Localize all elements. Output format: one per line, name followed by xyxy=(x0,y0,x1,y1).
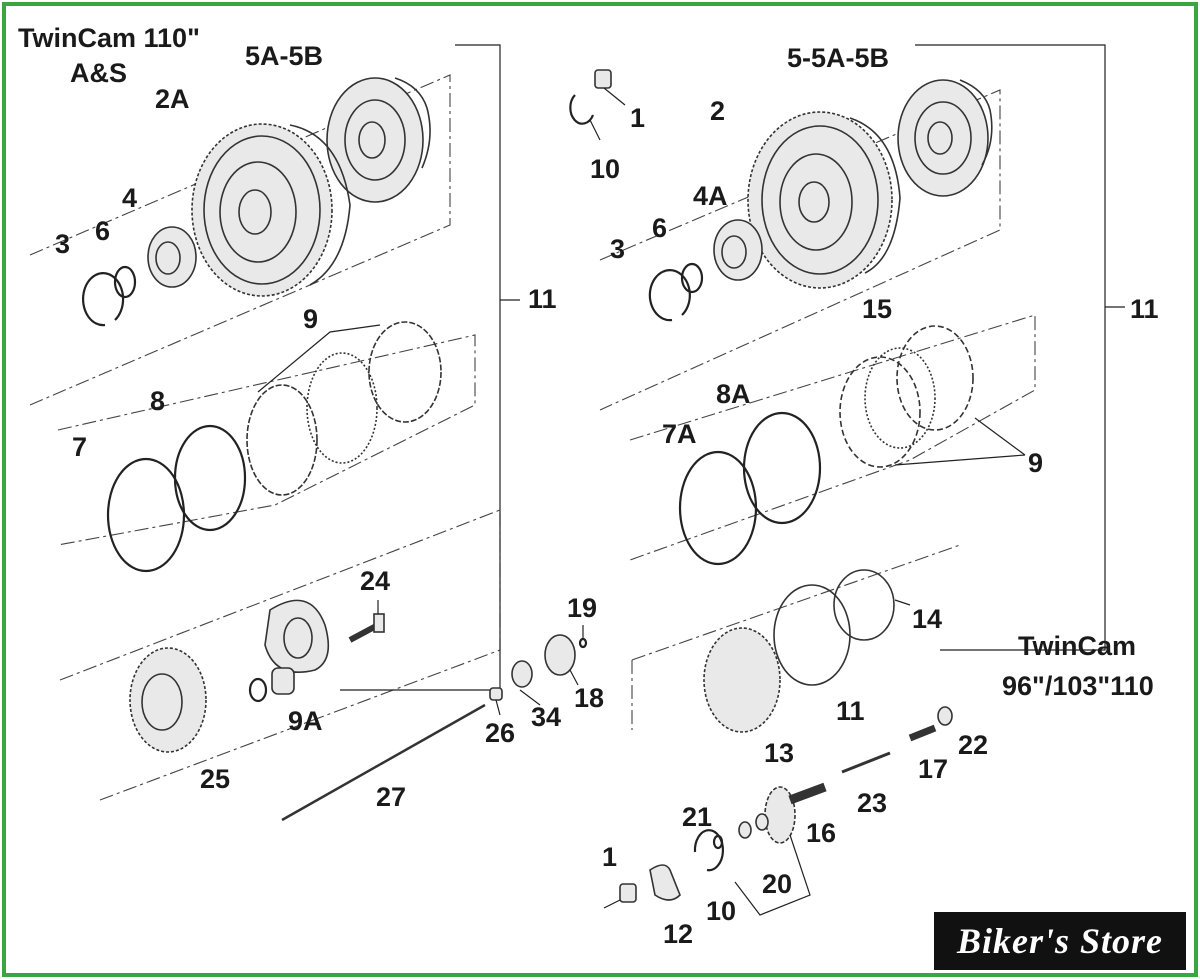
label-7a: 7A xyxy=(662,419,697,449)
part-20-washer-b xyxy=(738,821,752,839)
label-16: 16 xyxy=(806,818,836,848)
part-10-snap-ring-top xyxy=(569,94,595,125)
label-8a: 8A xyxy=(716,379,751,409)
part-26-bushing xyxy=(489,687,503,701)
part-2a-gear xyxy=(191,123,351,297)
label-5-5a-5b: 5-5A-5B xyxy=(787,43,889,73)
label-7: 7 xyxy=(72,432,87,462)
label-19: 19 xyxy=(567,593,597,623)
label-5a-5b: 5A-5B xyxy=(245,41,323,71)
part-11-diaphragm-spring xyxy=(773,584,851,686)
label-27: 27 xyxy=(376,782,406,812)
left-title-line2: A&S xyxy=(70,58,127,88)
label-20: 20 xyxy=(762,869,792,899)
part-2-gear xyxy=(747,111,901,289)
part-5-5a-5b-hub xyxy=(897,79,993,197)
label-1-top: 1 xyxy=(630,103,645,133)
left-assembly xyxy=(29,44,520,822)
label-6-right: 6 xyxy=(652,213,667,243)
part-24-bolt xyxy=(348,600,385,643)
label-3-right: 3 xyxy=(610,234,625,264)
part-7-ring xyxy=(106,457,186,573)
label-4a: 4A xyxy=(693,181,728,211)
label-8: 8 xyxy=(150,386,165,416)
part-9-plate-right-b xyxy=(896,325,974,431)
part-27-push-rod xyxy=(281,703,486,822)
part-5a-5b-hub xyxy=(326,77,431,203)
center-assembly xyxy=(489,69,626,716)
part-1-nut-bottom xyxy=(619,883,637,903)
part-8-ring xyxy=(173,424,247,532)
part-19-clip xyxy=(578,637,588,649)
label-2a: 2A xyxy=(155,84,190,114)
part-6-ring xyxy=(113,265,137,299)
part-3-snap-ring-right xyxy=(648,269,691,322)
part-10-snap-ring-bottom xyxy=(693,829,725,872)
label-34: 34 xyxy=(531,702,561,732)
part-25-sprocket xyxy=(129,647,207,753)
label-2: 2 xyxy=(710,96,725,126)
part-1-nut-top xyxy=(594,69,612,89)
label-10-top: 10 xyxy=(590,154,620,184)
left-title-line1: TwinCam 110" xyxy=(18,23,200,53)
part-4a-bearing xyxy=(713,219,763,281)
part-3-snap-ring xyxy=(82,272,125,327)
right-title-line1: TwinCam xyxy=(1018,631,1136,661)
label-6: 6 xyxy=(95,216,110,246)
part-15-plate xyxy=(864,347,936,449)
label-15: 15 xyxy=(862,294,892,324)
part-retainer-plate xyxy=(264,599,330,674)
part-7a-ring xyxy=(678,450,758,566)
label-22: 22 xyxy=(958,730,988,760)
label-11: 11 xyxy=(528,284,557,314)
label-1-bottom: 1 xyxy=(602,842,617,872)
label-24: 24 xyxy=(360,566,390,596)
part-9-plate-a xyxy=(246,384,318,496)
part-17-screw xyxy=(908,724,937,742)
part-34-washer xyxy=(511,660,533,688)
part-9a-spring xyxy=(248,667,295,703)
label-21: 21 xyxy=(682,802,712,832)
label-14: 14 xyxy=(912,604,942,634)
part-9-plate-right-a xyxy=(839,356,921,468)
bikers-store-logo: Biker's Store xyxy=(934,912,1186,970)
part-9-steel-plate xyxy=(306,352,378,464)
label-26: 26 xyxy=(485,718,515,748)
label-23: 23 xyxy=(857,788,887,818)
label-3: 3 xyxy=(55,229,70,259)
label-17: 17 xyxy=(918,754,948,784)
part-16-ramp xyxy=(764,782,827,844)
label-4: 4 xyxy=(122,183,137,213)
label-25: 25 xyxy=(200,764,230,794)
right-title-line2: 96"/103"110 xyxy=(1002,671,1154,701)
part-12-ramp-plate xyxy=(649,864,681,901)
label-11-right: 11 xyxy=(1130,294,1159,324)
part-14-retainer xyxy=(833,569,895,641)
label-10-bottom: 10 xyxy=(706,896,736,926)
part-4-bearing xyxy=(147,226,197,288)
label-9a: 9A xyxy=(288,706,323,736)
part-18-bearing xyxy=(544,634,576,676)
part-9-plate-b xyxy=(368,321,442,423)
label-9-right: 9 xyxy=(1028,448,1043,478)
part-20-washer-a xyxy=(755,813,769,831)
part-6-ring-right xyxy=(680,262,704,294)
label-11-diaphragm: 11 xyxy=(836,696,865,726)
label-13: 13 xyxy=(764,738,794,768)
part-22-nut xyxy=(937,706,953,726)
part-13-pressure-plate xyxy=(703,627,781,733)
part-23-rod xyxy=(841,751,891,774)
label-12: 12 xyxy=(663,919,693,949)
right-assembly xyxy=(599,44,1125,916)
label-9: 9 xyxy=(303,304,318,334)
label-18: 18 xyxy=(574,683,604,713)
